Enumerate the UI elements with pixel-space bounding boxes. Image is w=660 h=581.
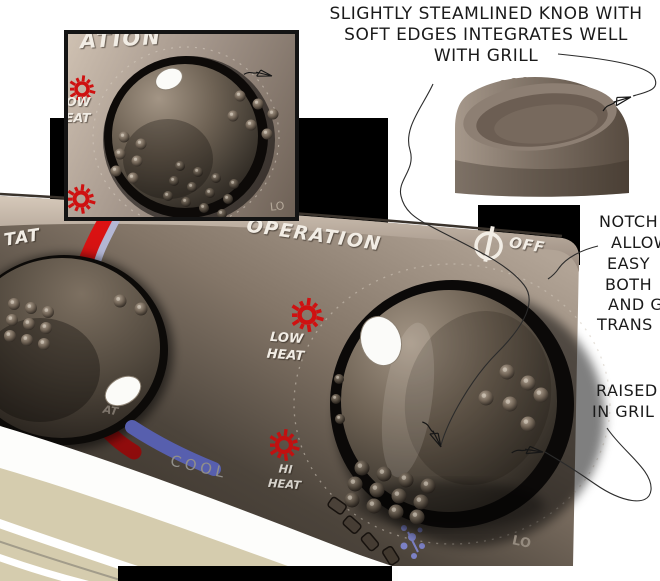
inset-low-label-partial: OW — [66, 94, 91, 109]
knob-grip-bump — [520, 416, 536, 432]
knob-grip-bump — [163, 191, 173, 201]
knob-grip-bump — [42, 306, 54, 318]
heat-label-partial: AT — [101, 402, 119, 419]
knob-grip-bump — [261, 128, 273, 140]
cool-band — [125, 420, 221, 476]
heat-icon — [68, 184, 96, 214]
heat-icon — [291, 297, 324, 333]
inset-heat-label-partial: EAT — [65, 110, 91, 125]
knob-grip-bump — [388, 504, 404, 520]
knob-grip-bump — [211, 173, 221, 183]
hi-heat-label: HI HEAT — [267, 461, 302, 493]
knob-grip-bump — [135, 138, 147, 150]
knob-grip-bump — [245, 119, 257, 131]
detail-inset: ATION OW EAT LO — [64, 30, 299, 221]
inset-knob-render — [68, 46, 280, 217]
annotation-raised: IN GRIL — [592, 402, 655, 421]
dial-guide-ring — [293, 263, 611, 545]
annotation-headline: SLIGHTLY STEAMLINED KNOB WITH SOFT EDGES… — [329, 4, 643, 66]
knob-grip-bump — [252, 98, 264, 110]
knob-grip-bump — [217, 209, 227, 217]
render-backdrop-bottom — [118, 566, 392, 581]
knob-grip-bump — [229, 179, 239, 189]
inset-low2-label-partial: LO — [269, 199, 286, 214]
knob-grip-bump — [366, 498, 382, 514]
knob-grip-bump — [40, 322, 52, 334]
knob-grip-bump — [409, 509, 425, 525]
knob-grip-bump — [376, 466, 392, 482]
knob-grip-bump — [334, 374, 344, 384]
knob-grip-bump — [127, 172, 139, 184]
knob-grip-bump — [114, 148, 126, 160]
knob-indicator-dot — [155, 67, 183, 91]
knob-indicator-dot — [104, 375, 142, 407]
knob-grip-bump — [21, 334, 33, 346]
knob-grip-bump — [331, 394, 341, 404]
heat-icon — [269, 428, 300, 462]
knob-grip-bump — [8, 298, 20, 310]
knob-grip-bump — [347, 476, 363, 492]
annotation-notch: EASY — [607, 254, 650, 273]
knob-grip-bump — [344, 492, 360, 508]
knob-grip-bump — [131, 155, 143, 167]
knob-grip-bump — [398, 472, 414, 488]
knob-grip-bump — [181, 197, 191, 207]
knob-grip-bump — [499, 364, 515, 380]
knob-grip-bump — [6, 314, 18, 326]
low-heat-label: LOW HEAT — [266, 329, 305, 365]
knob-grip-bump — [187, 182, 197, 192]
knob-grip-bump — [267, 108, 279, 120]
knob-grip-bump — [227, 110, 239, 122]
knob-grip-bump — [23, 318, 35, 330]
annotation-notch: TRANS — [597, 315, 653, 334]
knob-grip-bump — [420, 478, 436, 494]
annotation-raised: RAISED — [596, 381, 658, 400]
knob-grip-bump — [354, 460, 370, 476]
annotation-notch: BOTH — [605, 275, 653, 294]
knob-grip-bump — [175, 161, 185, 171]
knob-grip-bump — [169, 176, 179, 186]
knob-grip-bump — [205, 188, 215, 198]
detail-knob-render — [455, 77, 629, 197]
knob-grip-bump — [110, 165, 122, 177]
grill-notches — [327, 496, 400, 566]
knob-grip-bump — [502, 396, 518, 412]
knob-grip-bump — [413, 494, 429, 510]
knob-grip-bump — [234, 90, 246, 102]
heat-icon — [69, 75, 96, 103]
knob-grip-bump — [478, 390, 494, 406]
knob-grip-bump — [391, 488, 407, 504]
knob-grip-bump — [134, 302, 148, 316]
knob-grip-bump — [38, 338, 50, 350]
sketch-arrow-icon — [243, 69, 273, 77]
knob-grip-bump — [520, 375, 536, 391]
annotation-notch: ALLOW — [611, 233, 660, 252]
knob-grip-bump — [223, 194, 233, 204]
knob-grip-bump — [369, 482, 385, 498]
knob-grip-bump — [4, 330, 16, 342]
knob-grip-bump — [118, 131, 130, 143]
knob-grip-bump — [533, 387, 549, 403]
knob-grip-bump — [335, 414, 345, 424]
annotation-notch: AND G — [608, 295, 660, 314]
annotation-notch: NOTCH — [599, 212, 659, 231]
knob-grip-bump — [113, 294, 127, 308]
knob-grip-bump — [199, 203, 209, 213]
knob-grip-bump — [193, 167, 203, 177]
knob-grip-bump — [25, 302, 37, 314]
